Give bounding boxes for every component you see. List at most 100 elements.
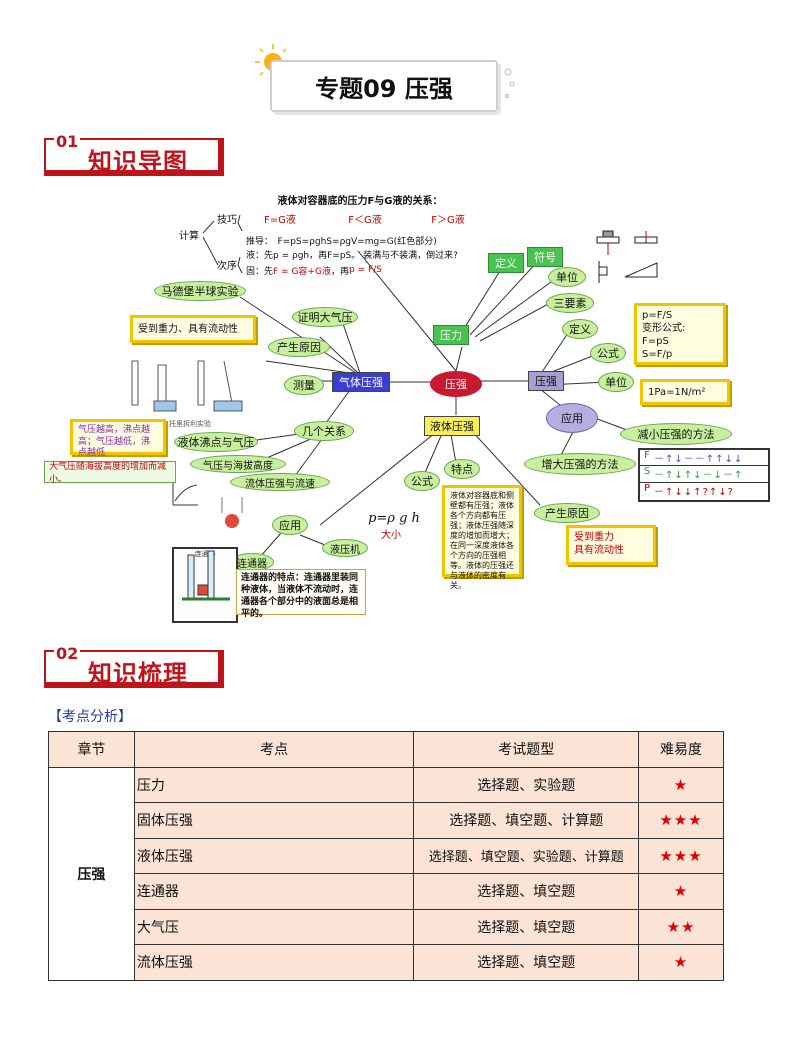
node-p-apply: 应用 <box>546 403 598 433</box>
connector-caption: 连通器 <box>194 550 216 558</box>
liquid-rule: 液：先p = ρgh，再F=pS。 装满与不装满，倒过来? <box>246 250 458 261</box>
node-flow-speed: 流体压强与流速 <box>230 473 330 491</box>
table-row: 压强 压力 选择题、实验题 ★ <box>48 766 724 981</box>
table-row: 液体压强 选择题、填空题、实验题、计算题 ★★★ <box>49 837 724 874</box>
boiling-note: 气压越高，沸点越高；气压越低，沸点越低 <box>70 419 166 458</box>
connector-picture: 连通器 <box>172 547 238 623</box>
header-point: 考点 <box>133 731 415 768</box>
solid-rule-formula: F = G容+G液 <box>273 266 331 277</box>
analysis-label: 【考点分析】 <box>48 709 132 725</box>
section-frame <box>44 650 224 688</box>
node-pressure-force: 压力 <box>433 325 469 345</box>
table-row: 流体压强 选择题、填空题 ★ <box>49 944 724 981</box>
node-feature: 特点 <box>444 459 480 479</box>
solid-rule: 固：先 F = G容+G液 ，再 p = F/S <box>246 263 486 277</box>
solid-rule-mid: ，再 <box>330 266 349 277</box>
fsp-label: F <box>644 450 650 461</box>
node-lp-cause: 产生原因 <box>534 503 600 523</box>
formula-note: p=F/S 变形公式: F=pS S=F/p <box>634 303 726 365</box>
mind-map: 液体对容器底的压力F与G液的关系： F=G液 F＜G液 F＞G液 计算 技巧 次… <box>40 185 770 640</box>
top-formula-title: 液体对容器底的压力F与G液的关系： <box>277 195 443 207</box>
node-p-formula: 公式 <box>590 343 626 363</box>
difficulty-stars: ★★★ <box>638 837 724 874</box>
node-center-pressure: 压强 <box>430 371 482 397</box>
lp-formula-text: p=ρ g h <box>368 510 420 526</box>
lp-cause-note: 受到重力 具有流动性 <box>566 525 656 565</box>
node-prove-atmosphere: 证明大气压 <box>292 307 358 327</box>
table-header-row: 章节 考点 考试题型 难易度 <box>48 731 724 768</box>
node-three-elements: 三要素 <box>546 293 594 313</box>
section-number: 01 <box>54 132 81 151</box>
node-altitude: 气压与海拔高度 <box>190 455 286 473</box>
type-cell: 选择题、填空题、计算题 <box>413 802 640 839</box>
gas-cause-note: 受到重力、具有流动性 <box>130 315 256 343</box>
table-row: 固体压强 选择题、填空题、计算题 ★★★ <box>49 802 724 839</box>
node-pressure: 压强 <box>528 371 564 391</box>
header-chapter: 章节 <box>48 731 135 768</box>
node-gas-cause: 产生原因 <box>268 337 330 357</box>
node-boiling-point: 液体沸点与气压 <box>174 432 258 452</box>
fsp-row-s: S －↑↓↑↓－↓－↑ <box>640 466 768 483</box>
solid-rule-prefix: 固：先 <box>246 266 274 277</box>
formula-note-line: p=F/S <box>642 310 673 321</box>
node-definition: 定义 <box>488 253 524 273</box>
formula-note-line: F=pS <box>642 336 669 347</box>
point-cell: 液体压强 <box>133 837 415 874</box>
torricelli-apparatus-icon <box>131 360 243 412</box>
bubbles-decoration <box>504 68 515 98</box>
type-cell: 选择题、实验题 <box>413 766 640 803</box>
fsp-row-p: P －↑↓↓↑?↑↓? <box>640 483 768 500</box>
type-cell: 选择题、填空题、实验题、计算题 <box>413 837 640 874</box>
section-frame <box>44 138 224 176</box>
node-p-definition: 定义 <box>562 319 598 339</box>
lp-size-label: 大小 <box>381 529 401 541</box>
compare-less: F＜G液 <box>348 214 382 226</box>
fsp-row-f: F －↑↓－－↑↑↓↓ <box>640 450 768 466</box>
node-p-unit: 单位 <box>598 372 634 392</box>
altitude-graph-icon <box>172 483 198 506</box>
node-measure: 测量 <box>284 375 324 395</box>
fsp-marks: －↑↓↓↑?↑↓? <box>654 487 734 498</box>
torricelli-caption: 托里拆利实验 <box>169 420 211 428</box>
point-cell: 大气压 <box>133 908 415 945</box>
section-title: 知识导图 <box>88 148 188 176</box>
point-cell: 固体压强 <box>133 802 415 839</box>
feature-note: 液体对容器底和侧壁都有压强；液体各个方向都有压强；液体压强随深度的增加而增大；在… <box>442 485 522 590</box>
fsp-label: P <box>643 483 651 494</box>
point-cell: 连通器 <box>133 873 415 910</box>
fsp-marks: －↑↓－－↑↑↓↓ <box>654 454 744 465</box>
header-difficulty: 难易度 <box>638 731 724 768</box>
table-row: 大气压 选择题、填空题 ★★ <box>49 908 724 945</box>
skill-label: 技巧 <box>217 214 237 226</box>
unit-note: 1Pa=1N/m² <box>640 379 730 405</box>
altitude-note: 大气压随海拔高度的增加而减小。 <box>44 461 176 485</box>
node-symbol: 符号 <box>527 247 563 267</box>
solid-rule-p: p = F/S <box>348 265 382 275</box>
type-cell: 选择题、填空题 <box>413 873 640 910</box>
type-cell: 选择题、填空题 <box>413 944 640 981</box>
section-header-review: 02 知识梳理 <box>44 644 224 690</box>
type-cell: 选择题、填空题 <box>413 908 640 945</box>
formula-note-line: S=F/p <box>642 349 673 360</box>
difficulty-stars: ★ <box>638 944 724 981</box>
node-liquid-pressure: 液体压强 <box>424 416 480 436</box>
page-title: 专题09 压强 <box>270 60 498 112</box>
difficulty-stars: ★★ <box>638 908 724 945</box>
node-apply: 应用 <box>272 515 308 535</box>
fsp-marks: －↑↓↑↓－↓－↑ <box>654 470 744 481</box>
exam-analysis-table: 章节 考点 考试题型 难易度 压强 压力 选择题、实验题 ★ 固体压强 选择题、… <box>48 731 724 981</box>
title-card: 专题09 压强 <box>270 60 498 112</box>
node-unit: 单位 <box>548 267 586 287</box>
force-diagram-icon <box>596 230 658 283</box>
compare-greater: F＞G液 <box>431 214 465 226</box>
difficulty-stars: ★★★ <box>638 802 724 839</box>
section-header-mindmap: 01 知识导图 <box>44 132 224 178</box>
connector-note: 连通器的特点：连通器里装同种液体，当液体不流动时，连通器各个部分中的液面总是相平… <box>236 569 366 619</box>
table-row: 连通器 选择题、填空题 ★ <box>49 873 724 910</box>
node-increase-pressure: 增大压强的方法 <box>524 453 636 475</box>
node-reduce-pressure: 减小压强的方法 <box>620 423 732 445</box>
difficulty-stars: ★ <box>638 873 724 910</box>
section-title: 知识梳理 <box>88 660 188 688</box>
fsp-label: S <box>643 466 651 477</box>
point-cell: 压力 <box>133 766 415 803</box>
